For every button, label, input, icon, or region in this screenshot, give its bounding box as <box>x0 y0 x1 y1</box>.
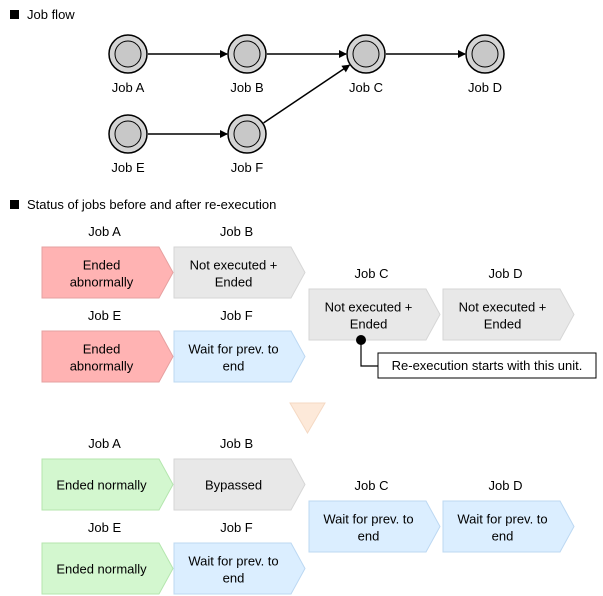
down-triangle-icon <box>289 402 326 434</box>
status-box-b: Job B Bypassed <box>173 436 306 511</box>
flow-node-label: Job E <box>111 160 145 175</box>
status-before: Job A Ended abnormally Job B Not executed + E… <box>41 224 597 383</box>
status-arrow-shape <box>41 542 174 595</box>
callout-dot-icon <box>356 335 366 345</box>
status-text: end <box>492 529 514 544</box>
status-text: abnormally <box>70 275 134 290</box>
callout-text: Re-execution starts with this unit. <box>392 358 583 373</box>
flow-node-a: Job A <box>108 34 148 95</box>
job-node-inner-icon <box>114 120 142 148</box>
status-box-f: Job F Wait for prev. to end <box>173 520 306 595</box>
status-arrow-shape <box>41 246 174 299</box>
status-arrow-shape <box>308 288 441 341</box>
flow-section-title: Job flow <box>27 7 75 22</box>
status-box-c: Job C Wait for prev. to end <box>308 478 441 553</box>
status-arrow-shape <box>173 458 306 511</box>
status-arrow-shape <box>173 246 306 299</box>
status-text: Not executed + <box>459 300 547 315</box>
flow-node-label: Job B <box>230 80 263 95</box>
status-text: Not executed + <box>325 300 413 315</box>
status-arrow-shape <box>173 330 306 383</box>
job-name-label: Job E <box>88 308 122 323</box>
flow-node-d: Job D <box>465 34 505 95</box>
status-box-e: Job E Ended abnormally <box>41 308 174 383</box>
status-arrow-shape <box>41 458 174 511</box>
flow-node-label: Job F <box>231 160 264 175</box>
callout-box <box>377 352 597 379</box>
job-node-inner-icon <box>114 40 142 68</box>
status-text: end <box>223 571 245 586</box>
callout-leader-line <box>360 340 378 367</box>
status-text: Bypassed <box>205 478 262 493</box>
flow-node-b: Job B <box>227 34 267 95</box>
flow-edge-f-c <box>263 64 351 124</box>
status-box-c: Job C Not executed + Ended <box>308 266 441 341</box>
status-arrow-shape <box>442 288 575 341</box>
job-name-label: Job A <box>88 224 121 239</box>
section-bullet-icon <box>10 200 19 209</box>
job-node-inner-icon <box>352 40 380 68</box>
job-name-label: Job F <box>220 520 253 535</box>
status-box-f: Job F Wait for prev. to end <box>173 308 306 383</box>
status-text: Ended <box>83 342 121 357</box>
job-name-label: Job D <box>489 266 523 281</box>
flow-node-label: Job D <box>468 80 502 95</box>
status-text: Wait for prev. to <box>323 512 413 527</box>
section-bullet-icon <box>10 10 19 19</box>
transition-arrow <box>289 402 326 434</box>
job-name-label: Job C <box>355 266 389 281</box>
job-name-label: Job C <box>355 478 389 493</box>
status-text: Wait for prev. to <box>188 554 278 569</box>
status-text: abnormally <box>70 359 134 374</box>
flow-node-label: Job A <box>112 80 145 95</box>
status-text: Ended <box>215 275 253 290</box>
status-text: Ended <box>83 258 121 273</box>
status-text: Ended normally <box>56 478 147 493</box>
status-arrow-shape <box>173 542 306 595</box>
status-text: Ended normally <box>56 562 147 577</box>
reexecution-callout: Re-execution starts with this unit. <box>356 335 597 379</box>
flow-node-e: Job E <box>108 114 148 175</box>
status-box-d: Job D Wait for prev. to end <box>442 478 575 553</box>
status-text: Ended <box>350 317 388 332</box>
status-box-a: Job A Ended normally <box>41 436 174 511</box>
status-after: Job A Ended normally Job B Bypassed Job C Wai… <box>41 436 575 595</box>
flow-node-f: Job F <box>227 114 267 175</box>
status-box-a: Job A Ended abnormally <box>41 224 174 299</box>
status-text: Wait for prev. to <box>188 342 278 357</box>
status-text: end <box>223 359 245 374</box>
job-name-label: Job A <box>88 436 121 451</box>
job-name-label: Job D <box>489 478 523 493</box>
job-node-inner-icon <box>233 40 261 68</box>
status-arrow-shape <box>442 500 575 553</box>
job-node-inner-icon <box>233 120 261 148</box>
status-text: Not executed + <box>190 258 278 273</box>
status-arrow-shape <box>308 500 441 553</box>
status-section-title: Status of jobs before and after re-execu… <box>27 197 276 212</box>
job-name-label: Job F <box>220 308 253 323</box>
job-name-label: Job B <box>220 436 253 451</box>
job-name-label: Job E <box>88 520 122 535</box>
flow-node-c: Job C <box>346 34 386 95</box>
status-arrow-shape <box>41 330 174 383</box>
status-text: Ended <box>484 317 522 332</box>
status-box-b: Job B Not executed + Ended <box>173 224 306 299</box>
status-box-d: Job D Not executed + Ended <box>442 266 575 341</box>
status-text: Wait for prev. to <box>457 512 547 527</box>
job-name-label: Job B <box>220 224 253 239</box>
status-text: end <box>358 529 380 544</box>
job-node-inner-icon <box>471 40 499 68</box>
job-flow: Job A Job B Job C Job D Job E Job F <box>108 34 505 175</box>
flow-node-label: Job C <box>349 80 383 95</box>
status-box-e: Job E Ended normally <box>41 520 174 595</box>
